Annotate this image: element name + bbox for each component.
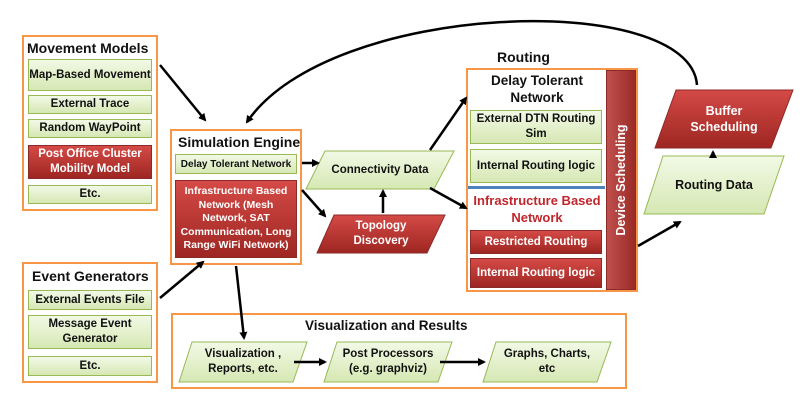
sim-dtn-box: Delay Tolerant Network [175, 154, 297, 174]
restricted-routing-box: Restricted Routing [470, 230, 602, 254]
arrow-buffer-to-engine [245, 19, 699, 124]
visualization-title: Visualization and Results [305, 318, 468, 333]
routing-divider [468, 186, 605, 189]
topology-discovery-label: Topology Discovery [353, 220, 409, 247]
routing-infra-title: Infrastructure Based Network [473, 193, 601, 225]
routing-data-shape [643, 155, 785, 215]
graphs-charts-shape [482, 341, 612, 383]
arrow-connectivity-to-dtn [428, 96, 468, 151]
external-trace-box: External Trace [28, 95, 152, 114]
arrow-movement-to-engine [159, 64, 207, 122]
internal-routing-dtn-box: Internal Routing logic [470, 149, 602, 183]
routing-label: Routing [497, 49, 550, 65]
external-events-file-box: External Events File [28, 290, 152, 310]
routing-dtn-title: Delay Tolerant Network [490, 73, 584, 105]
arrow-routing-to-routingdata [637, 220, 682, 248]
sim-infra-box: Infrastructure Based Network (Mesh Netwo… [175, 180, 297, 258]
connectivity-data-label: Connectivity Data [331, 163, 429, 176]
arrow-engine-to-visualization [234, 265, 248, 340]
device-scheduling-bar [606, 70, 636, 290]
event-etc-box: Etc. [28, 356, 152, 376]
viz-reports-shape [178, 341, 308, 383]
internal-routing-infra-box: Internal Routing logic [470, 258, 602, 288]
map-based-movement-box: Map-Based Movement [28, 59, 152, 91]
graphs-charts-label: Graphs, Charts, etc [503, 348, 591, 375]
routing-data-label: Routing Data [675, 177, 753, 192]
arrow-connectivity-to-infra [429, 186, 468, 210]
random-waypoint-box: Random WayPoint [28, 119, 152, 138]
post-office-cluster-box: Post Office Cluster Mobility Model [28, 145, 152, 179]
movement-models-title: Movement Models [27, 40, 149, 56]
topology-discovery-shape [316, 214, 446, 254]
arrow-events-to-engine [159, 260, 205, 299]
arrow-engine-to-topology [301, 189, 327, 218]
viz-reports-label: Visualization , Reports, etc. [204, 348, 282, 375]
event-generators-title: Event Generators [32, 268, 149, 284]
buffer-scheduling-label: Buffer Scheduling [690, 103, 758, 134]
external-dtn-routing-box: External DTN Routing Sim [470, 110, 602, 144]
buffer-scheduling-shape [654, 89, 794, 149]
simulation-engine-title: Simulation Engine [178, 134, 301, 150]
post-processors-shape [323, 341, 453, 383]
post-processors-label: Post Processors (e.g. graphviz) [342, 348, 434, 375]
message-event-generator-box: Message Event Generator [28, 315, 152, 349]
movement-etc-box: Etc. [28, 185, 152, 204]
